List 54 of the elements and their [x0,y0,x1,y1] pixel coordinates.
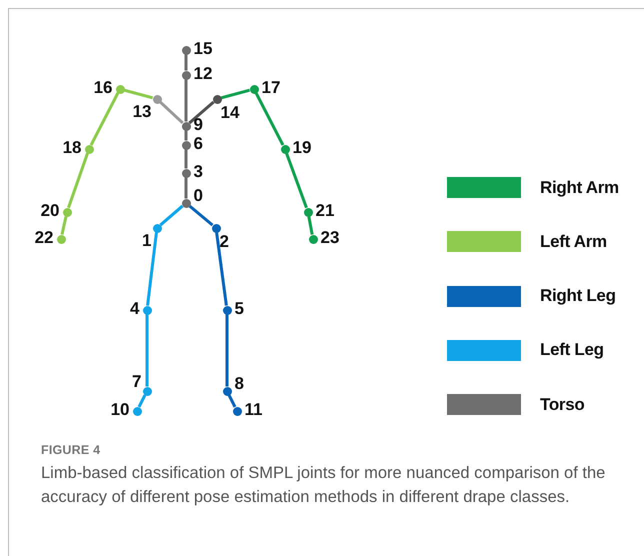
bone-line [124,88,154,100]
bone-line [159,204,184,226]
bone-line [159,100,184,124]
joint-number: 13 [132,102,152,120]
bone-line [184,130,188,140]
bone-line [254,92,284,146]
bone-line [184,80,188,122]
legend-label: Right Leg [540,286,616,306]
figure-caption: Limb-based classification of SMPL joints for more nuanced comparison of the accuracy of different pose estimation methods in different drape classes. [41,463,606,508]
joint-number: 6 [194,134,203,152]
bone-line [285,152,308,208]
bone-line [220,88,250,100]
joint-number: 11 [244,400,262,418]
bone-line [184,54,188,70]
bone-line [226,314,228,386]
bone-line [307,216,314,235]
legend-label: Torso [540,394,584,415]
joint-number: 19 [292,138,312,156]
bone-line [67,152,89,208]
bone-line [138,394,146,408]
joint-number: 4 [130,300,140,318]
bone-line [188,204,214,226]
legend-label: Left Arm [540,232,607,252]
bone-line [146,232,158,306]
joint-number: 12 [194,64,212,82]
joint-number: 9 [194,116,203,134]
bone-line [184,150,188,168]
bone-line [188,100,215,124]
bone-line [228,394,236,408]
joint-number: 1 [142,232,152,250]
bone-line [215,232,228,306]
joint-number: 15 [194,40,212,58]
bone-line [60,216,68,235]
joint-number: 5 [234,300,244,318]
joint-number: 7 [132,372,142,390]
legend-label: Right Arm [540,178,619,198]
bone-line [184,178,188,198]
joint-number: 10 [110,400,130,418]
legend-label: Left Leg [540,340,604,360]
joint-number: 16 [94,78,112,96]
joint-number: 22 [34,228,54,246]
joint-number: 21 [316,202,334,220]
joint-number: 3 [194,162,203,180]
bone-line [90,92,120,146]
joint-number: 8 [234,374,244,392]
joint-number: 0 [194,186,203,204]
joint-number: 2 [220,232,229,250]
joint-number: 23 [320,228,340,246]
joint-number: 20 [40,202,60,220]
joint-number: 14 [220,104,240,122]
joint-number: 17 [262,78,280,96]
figure-number: FIGURE 4 [41,443,100,457]
joint-number: 18 [62,138,82,156]
bone-line [146,314,148,386]
